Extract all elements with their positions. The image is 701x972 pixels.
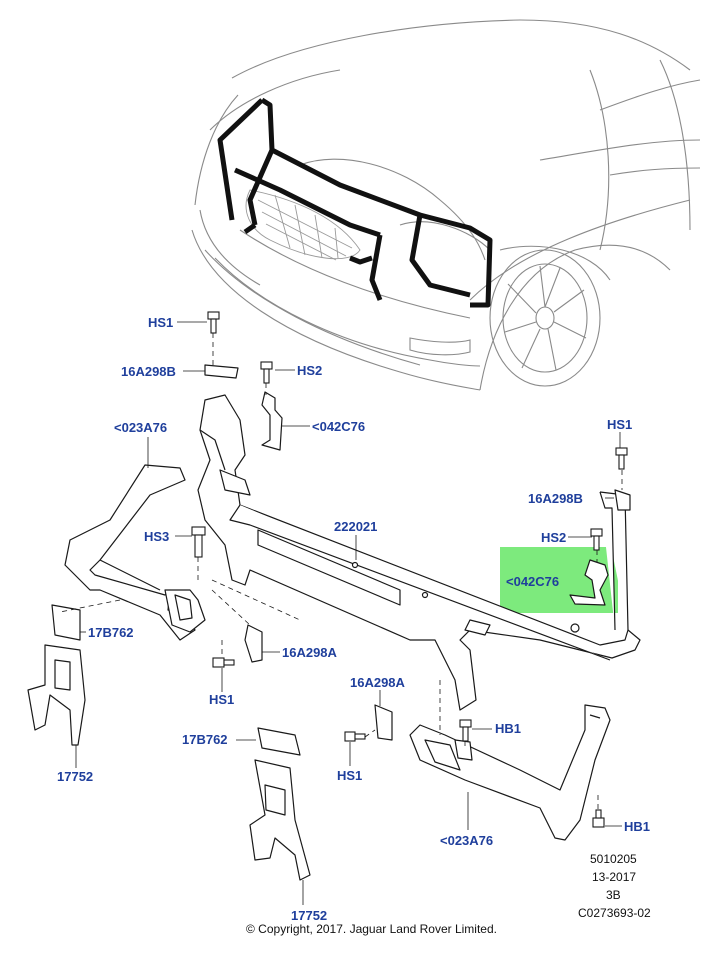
right-lower-bracket	[409, 704, 611, 841]
diagram-code: 5010205	[590, 852, 637, 866]
leader-lines	[75, 321, 622, 905]
copyright-notice: © Copyright, 2017. Jaguar Land Rover Lim…	[246, 922, 497, 936]
callout-17b762[interactable]: 17B762	[182, 732, 228, 747]
callout-042c76-highlighted[interactable]: <042C76	[506, 574, 560, 589]
callout-222021[interactable]: 222021	[334, 519, 378, 534]
callout-16a298a[interactable]: 16A298A	[350, 675, 405, 690]
callout-16a298b[interactable]: 16A298B	[528, 491, 583, 506]
small-brackets	[204, 364, 631, 741]
callout-hs1[interactable]: HS1	[148, 315, 174, 330]
callout-16a298a[interactable]: 16A298A	[282, 645, 337, 660]
callout-hs1[interactable]: HS1	[337, 768, 363, 783]
diagram-reference: C0273693-02	[578, 906, 651, 920]
callout-17752[interactable]: 17752	[57, 769, 94, 784]
callout-hs1[interactable]: HS1	[209, 692, 235, 707]
callout-17752[interactable]: 17752	[291, 908, 328, 923]
main-crossmember	[197, 394, 641, 711]
callout-042c76[interactable]: <042C76	[312, 419, 366, 434]
left-lower-bracket	[64, 464, 206, 641]
dashed-assembly-lines	[59, 333, 623, 812]
left-side-bracket	[27, 604, 86, 746]
callout-hs2[interactable]: HS2	[297, 363, 323, 378]
callout-hs2[interactable]: HS2	[541, 530, 567, 545]
diagram-date: 13-2017	[592, 870, 637, 884]
callout-hb1[interactable]: HB1	[624, 819, 651, 834]
grille	[245, 189, 361, 261]
callout-hs1[interactable]: HS1	[607, 417, 633, 432]
front-end-carrier-highlight	[217, 97, 493, 308]
callout-023a76[interactable]: <023A76	[440, 833, 494, 848]
bolts	[191, 311, 628, 828]
callout-17b762[interactable]: 17B762	[88, 625, 134, 640]
diagram-sheet: 3B	[606, 888, 621, 902]
callout-hs3[interactable]: HS3	[144, 529, 170, 544]
callout-16a298b[interactable]: 16A298B	[121, 364, 176, 379]
callout-hb1[interactable]: HB1	[495, 721, 522, 736]
callout-023a76[interactable]: <023A76	[114, 420, 168, 435]
wheel	[489, 249, 601, 387]
lower-side-bracket	[249, 727, 311, 881]
